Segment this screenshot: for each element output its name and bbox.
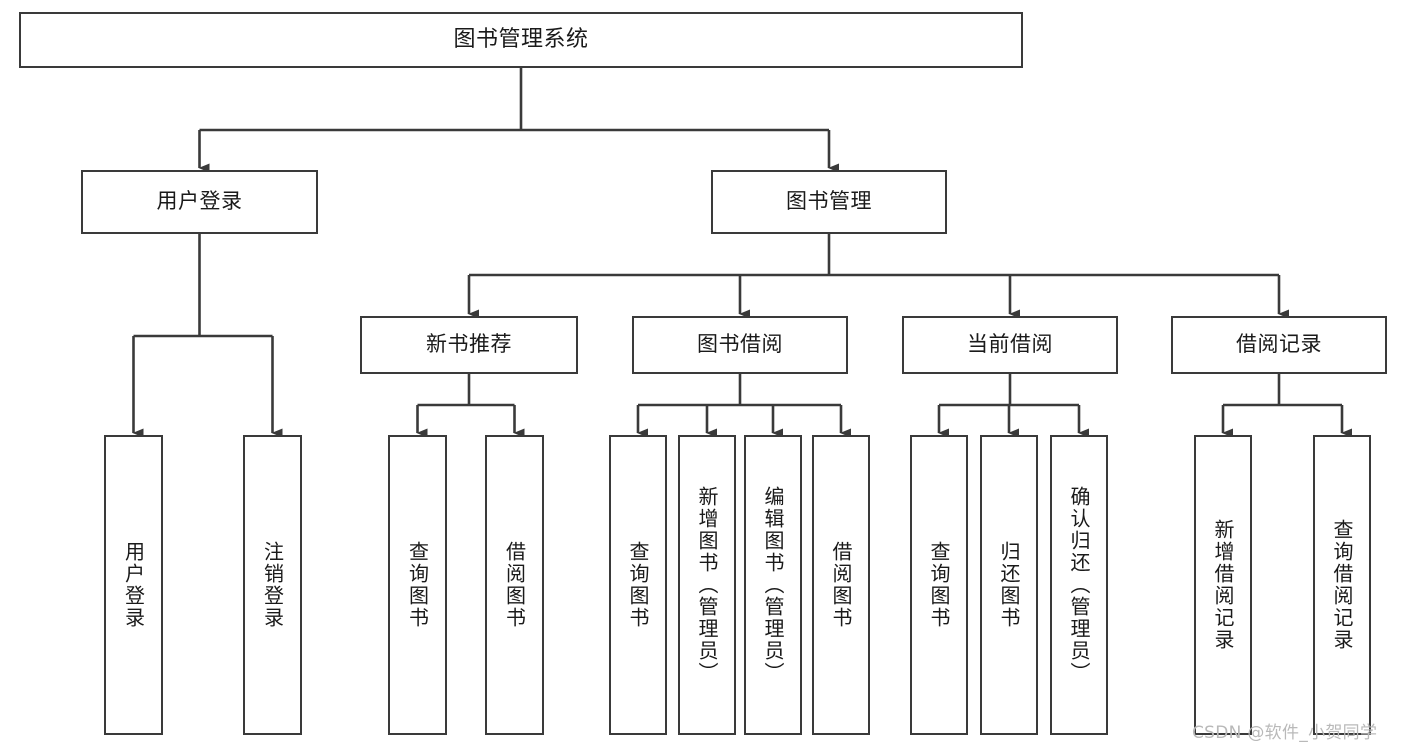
node-leaf-query-book-1[interactable]: 查询图书: [388, 435, 447, 735]
node-label-root: 图书管理系统: [453, 26, 589, 52]
node-label-leaf-borrow-book-1: 借阅图书: [502, 541, 527, 629]
node-label-leaf-borrow-book-2: 借阅图书: [829, 541, 853, 629]
node-label-new-book-rec: 新书推荐: [426, 332, 512, 357]
node-label-leaf-user-login: 用户登录: [121, 541, 146, 629]
node-label-leaf-user-logout: 注销登录: [260, 541, 285, 629]
node-leaf-return-book[interactable]: 归还图书: [980, 435, 1038, 735]
node-label-leaf-query-book-1: 查询图书: [405, 541, 430, 629]
node-leaf-confirm-return[interactable]: 确认归还（管理员）: [1050, 435, 1108, 735]
node-borrow-record[interactable]: 借阅记录: [1171, 316, 1387, 374]
node-label-leaf-confirm-return: 确认归还（管理员）: [1067, 486, 1091, 684]
node-new-book-rec[interactable]: 新书推荐: [360, 316, 578, 374]
node-label-leaf-return-book: 归还图书: [997, 541, 1021, 629]
node-label-leaf-query-record: 查询借阅记录: [1330, 519, 1354, 651]
node-label-book-borrow: 图书借阅: [697, 332, 783, 357]
node-leaf-edit-book[interactable]: 编辑图书（管理员）: [744, 435, 802, 735]
node-leaf-query-book-3[interactable]: 查询图书: [910, 435, 968, 735]
node-label-leaf-query-book-2: 查询图书: [626, 541, 650, 629]
node-leaf-add-book[interactable]: 新增图书（管理员）: [678, 435, 736, 735]
node-leaf-query-record[interactable]: 查询借阅记录: [1313, 435, 1371, 735]
node-label-leaf-query-book-3: 查询图书: [927, 541, 951, 629]
node-label-borrow-record: 借阅记录: [1236, 332, 1322, 357]
node-root[interactable]: 图书管理系统: [19, 12, 1023, 68]
node-current-borrow[interactable]: 当前借阅: [902, 316, 1118, 374]
node-leaf-query-book-2[interactable]: 查询图书: [609, 435, 667, 735]
node-book-manage[interactable]: 图书管理: [711, 170, 947, 234]
node-book-borrow[interactable]: 图书借阅: [632, 316, 848, 374]
node-leaf-add-record[interactable]: 新增借阅记录: [1194, 435, 1252, 735]
node-label-leaf-add-book: 新增图书（管理员）: [695, 486, 719, 684]
node-label-leaf-add-record: 新增借阅记录: [1211, 519, 1235, 651]
node-label-current-borrow: 当前借阅: [967, 332, 1053, 357]
node-label-leaf-edit-book: 编辑图书（管理员）: [761, 486, 785, 684]
node-leaf-user-logout[interactable]: 注销登录: [243, 435, 302, 735]
node-label-user-login: 用户登录: [156, 189, 243, 214]
node-leaf-borrow-book-2[interactable]: 借阅图书: [812, 435, 870, 735]
node-leaf-user-login[interactable]: 用户登录: [104, 435, 163, 735]
node-user-login[interactable]: 用户登录: [81, 170, 318, 234]
node-leaf-borrow-book-1[interactable]: 借阅图书: [485, 435, 544, 735]
node-label-book-manage: 图书管理: [786, 189, 872, 214]
